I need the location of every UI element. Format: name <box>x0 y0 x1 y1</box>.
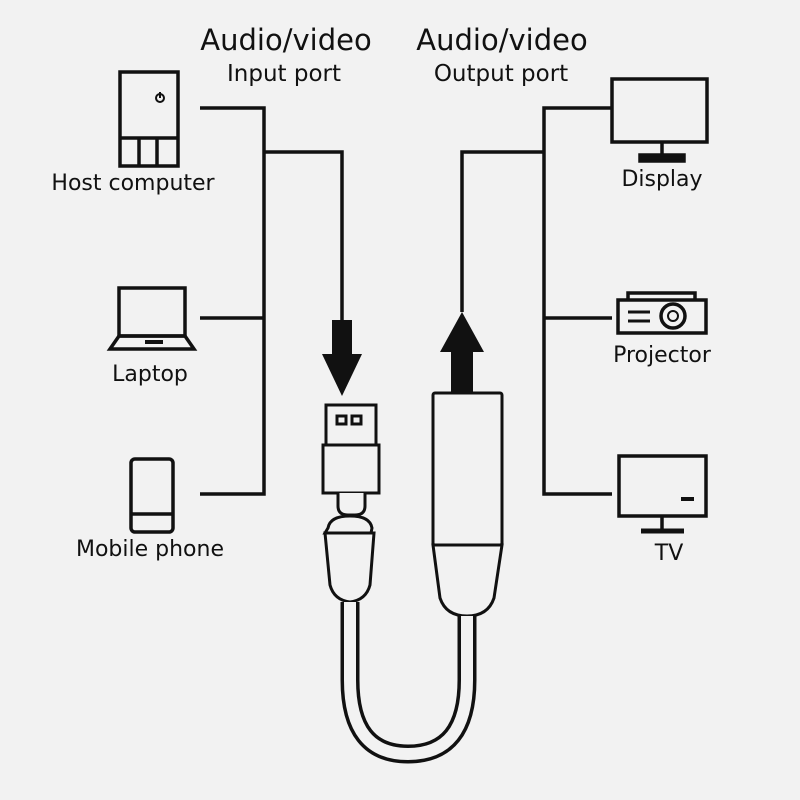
tv-label: TV <box>654 541 684 566</box>
projector-label: Projector <box>613 343 711 368</box>
projector-icon <box>616 291 708 335</box>
tv-icon <box>617 454 708 534</box>
host-computer-label: Host computer <box>51 171 215 196</box>
display-label: Display <box>621 167 703 192</box>
output-heading-line2: Output port <box>433 61 569 87</box>
up-arrow-icon <box>440 312 484 392</box>
input-heading-line2: Input port <box>226 61 342 87</box>
down-arrow-icon <box>322 320 362 396</box>
output-heading-line1: Audio/video <box>416 23 588 57</box>
input-plug <box>321 403 381 604</box>
input-heading-line1: Audio/video <box>200 23 372 57</box>
input-connector-lines <box>200 106 344 496</box>
mobile-phone-label: Mobile phone <box>75 537 225 562</box>
laptop-label: Laptop <box>112 362 188 387</box>
mobile-phone-icon <box>129 457 175 534</box>
output-connector-lines <box>460 106 612 496</box>
output-plug <box>431 391 504 618</box>
laptop-icon <box>106 286 198 351</box>
display-icon <box>610 77 709 163</box>
host-computer-icon <box>118 70 180 168</box>
